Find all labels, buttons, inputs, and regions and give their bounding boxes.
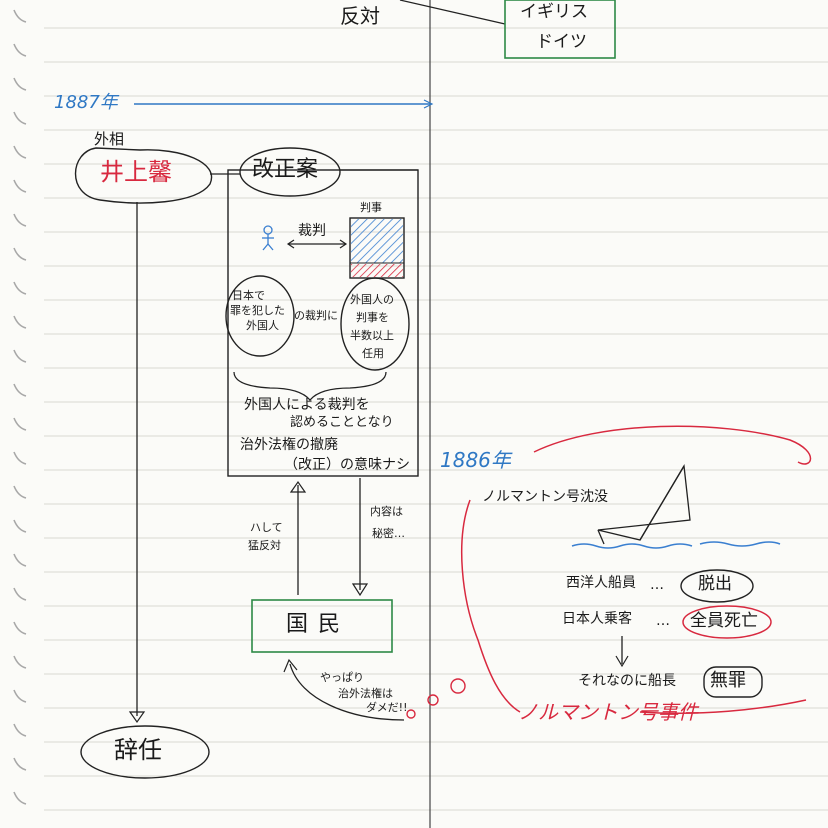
ellipsis-2: … [656, 613, 670, 629]
right-bubble-line-3: 半数以上 [350, 329, 394, 342]
conclusion-line-2: 認めることとなり [290, 415, 394, 430]
left-bubble-line-1: 日本で [232, 289, 265, 302]
verdict-label: 無罪 [710, 670, 746, 691]
minister-name: 井上馨 [100, 158, 172, 186]
judge-label: 判事 [360, 201, 382, 214]
stick-figure [262, 225, 274, 251]
thought-line-3: ダメだ!! [366, 701, 408, 714]
down-arrow-label-2: 秘密… [372, 527, 405, 540]
left-bubble-line-2: 罪を犯した [230, 304, 285, 317]
year-1887: 1887年 [54, 92, 118, 113]
japanese-result: 全員死亡 [690, 611, 758, 631]
minister-title: 外相 [92, 130, 127, 148]
right-bubble [340, 277, 410, 371]
year-1886: 1886年 [440, 448, 511, 472]
left-bubble [225, 275, 295, 357]
thought-line-1: やっぱり [320, 671, 364, 684]
opposition-label: 反対 [340, 4, 380, 28]
western-result: 脱出 [698, 574, 732, 594]
thought-line-2: 治外法権は [338, 687, 393, 700]
right-bubble-line-1: 外国人の [350, 293, 394, 306]
proposal-ellipse [239, 147, 341, 197]
trial-label: 裁判 [298, 223, 326, 239]
ship-sinking-label: ノルマントン号沈没 [482, 489, 608, 505]
up-arrow-label-2: 猛反対 [248, 539, 281, 552]
people-label: 国民 [286, 612, 351, 637]
brace [233, 371, 387, 402]
sea-waves [571, 541, 781, 549]
conclusion-line-4: （改正）の意味ナシ [284, 457, 410, 473]
up-arrow-label-1: ハして [250, 521, 283, 534]
people-box [251, 599, 393, 653]
left-bubble-line-3: 外国人 [246, 319, 279, 332]
country-uk: イギリス [520, 2, 588, 22]
conclusion-line-1: 外国人による裁判を [244, 397, 370, 413]
ellipsis-1: … [650, 577, 664, 593]
right-bubble-line-4: 任用 [362, 347, 384, 360]
conclusion-line-3: 治外法権の撤廃 [240, 437, 338, 453]
right-bubble-line-2: 判事を [356, 311, 389, 324]
country-germany: ドイツ [536, 32, 587, 52]
ruled-lines [44, 27, 828, 811]
all-died-ellipse [682, 605, 772, 639]
proposal-box [227, 169, 419, 477]
incident-cloud [460, 425, 812, 714]
despite-label: それなのに船長 [578, 673, 676, 689]
proposal-title: 改正案 [252, 157, 319, 182]
incident-name: ノルマントン号事件 [518, 700, 698, 724]
countries-box [504, 0, 616, 59]
connector-text: の裁判に [294, 309, 338, 322]
resignation-ellipse [80, 725, 210, 779]
minister-ellipse [74, 147, 213, 204]
down-arrow-label-1: 内容は [370, 505, 403, 518]
sinking-ship-icon [597, 464, 691, 545]
binding-holes [13, 9, 27, 805]
western-crew-label: 西洋人船員 [566, 575, 636, 591]
japanese-passengers-label: 日本人乗客 [562, 611, 632, 627]
resignation-label: 辞任 [114, 736, 162, 764]
